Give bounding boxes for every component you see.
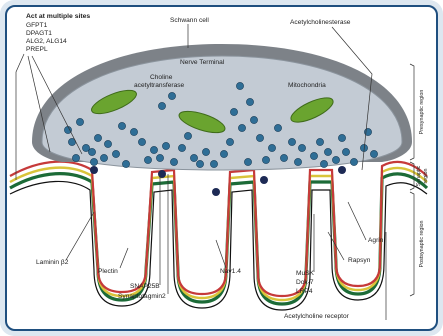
synaptic-vesicle (202, 148, 209, 155)
synaptic-vesicle (184, 132, 191, 139)
multi-site-item: PREPL (26, 46, 48, 53)
synaptic-vesicle (100, 154, 107, 161)
label-agrin: Agrin (368, 237, 384, 244)
synaptic-vesicle (236, 82, 243, 89)
synaptic-vesicle (210, 160, 217, 167)
multi-site-item: DPAGT1 (26, 30, 52, 37)
nmj-diagram: Act at multiple sites GFPT1 DPAGT1 ALG2,… (7, 7, 438, 331)
synaptic-vesicle (316, 138, 323, 145)
yellow-membrane-layer (10, 168, 427, 300)
label-choline: Choline (150, 74, 173, 81)
label-snap25b: SNAP25B (130, 283, 160, 290)
synaptic-vesicle (268, 144, 275, 151)
synaptic-vesicle (238, 124, 245, 131)
postsynaptic-membrane (10, 162, 427, 310)
synaptic-vesicle (324, 148, 331, 155)
label-presynaptic-region: Presynaptic region (419, 90, 425, 135)
synaptic-vesicle (156, 154, 163, 161)
synaptic-vesicle (72, 154, 79, 161)
synaptic-vesicle (178, 144, 185, 151)
receptor-cluster (338, 166, 346, 174)
synaptic-vesicle (294, 158, 301, 165)
receptor-cluster (158, 170, 166, 178)
label-mitochondria: Mitochondria (288, 82, 326, 89)
multi-site-title: Act at multiple sites (26, 13, 90, 20)
label-synaptotagmin2: Synaptotagmin2 (118, 293, 166, 300)
label-nerve-terminal: Nerve Terminal (180, 59, 225, 66)
synaptic-vesicle (342, 148, 349, 155)
synaptic-vesicle (162, 142, 169, 149)
synaptic-vesicle (350, 158, 357, 165)
synaptic-vesicle (246, 98, 253, 105)
synaptic-vesicle (250, 116, 257, 123)
synaptic-vesicle (150, 146, 157, 153)
receptor-cluster (212, 188, 220, 196)
synaptic-vesicle (274, 124, 281, 131)
label-acetylcholinesterase: Acetylcholinesterase (290, 19, 351, 26)
label-dok7: Dok-7 (296, 279, 314, 286)
synaptic-vesicle (168, 92, 175, 99)
synaptic-vesicle (332, 156, 339, 163)
synaptic-vesicle (130, 128, 137, 135)
synaptic-vesicle (122, 160, 129, 167)
label-nav14: Nav1.4 (220, 268, 241, 275)
label-synaptic-region-1: Synaptic (416, 165, 422, 186)
synaptic-vesicle (118, 122, 125, 129)
receptor-cluster (90, 166, 98, 174)
synaptic-vesicle (104, 140, 111, 147)
synaptic-vesicle (112, 150, 119, 157)
label-laminin: Laminin β2 (36, 259, 69, 266)
label-acetylcholine-receptor: Acetylcholine receptor (284, 313, 350, 320)
label-plectin: Plectin (98, 268, 118, 275)
synaptic-vesicle (158, 102, 165, 109)
synaptic-vesicle (190, 154, 197, 161)
synaptic-vesicle (280, 154, 287, 161)
label-schwann-cell: Schwann cell (170, 17, 209, 24)
multi-site-item: ALG2, ALG14 (26, 38, 67, 45)
label-acetyltransferase: acetyltransferase (134, 82, 185, 89)
region-brackets (410, 64, 414, 296)
synaptic-vesicle (220, 150, 227, 157)
synaptic-vesicle (76, 118, 83, 125)
receptor-clusters (90, 166, 346, 196)
synaptic-vesicle (320, 160, 327, 167)
synaptic-vesicle (88, 148, 95, 155)
synaptic-vesicle (244, 158, 251, 165)
synaptic-vesicle (196, 160, 203, 167)
synaptic-vesicle (230, 108, 237, 115)
diagram-panel: Act at multiple sites GFPT1 DPAGT1 ALG2,… (5, 5, 438, 331)
synaptic-vesicle (138, 138, 145, 145)
synaptic-vesicle (288, 138, 295, 145)
receptor-cluster (260, 176, 268, 184)
synaptic-vesicle (226, 138, 233, 145)
synaptic-vesicle (310, 152, 317, 159)
synaptic-vesicle (64, 126, 71, 133)
synaptic-vesicle (170, 158, 177, 165)
label-musk: MuSK (296, 270, 315, 277)
synaptic-vesicle (298, 144, 305, 151)
synaptic-vesicle (256, 134, 263, 141)
label-synaptic-region-2: region (423, 169, 429, 184)
synaptic-vesicle (370, 150, 377, 157)
synaptic-vesicle (144, 156, 151, 163)
synaptic-vesicle (262, 156, 269, 163)
multi-site-item: GFPT1 (26, 22, 48, 29)
label-lrp4: LRP4 (296, 288, 313, 295)
synaptic-vesicle (94, 134, 101, 141)
label-postsynaptic-region: Postsynaptic region (419, 220, 425, 267)
synaptic-vesicle (90, 158, 97, 165)
label-rapsyn: Rapsyn (348, 257, 371, 264)
synaptic-vesicle (338, 134, 345, 141)
red-membrane-layer (10, 162, 427, 296)
